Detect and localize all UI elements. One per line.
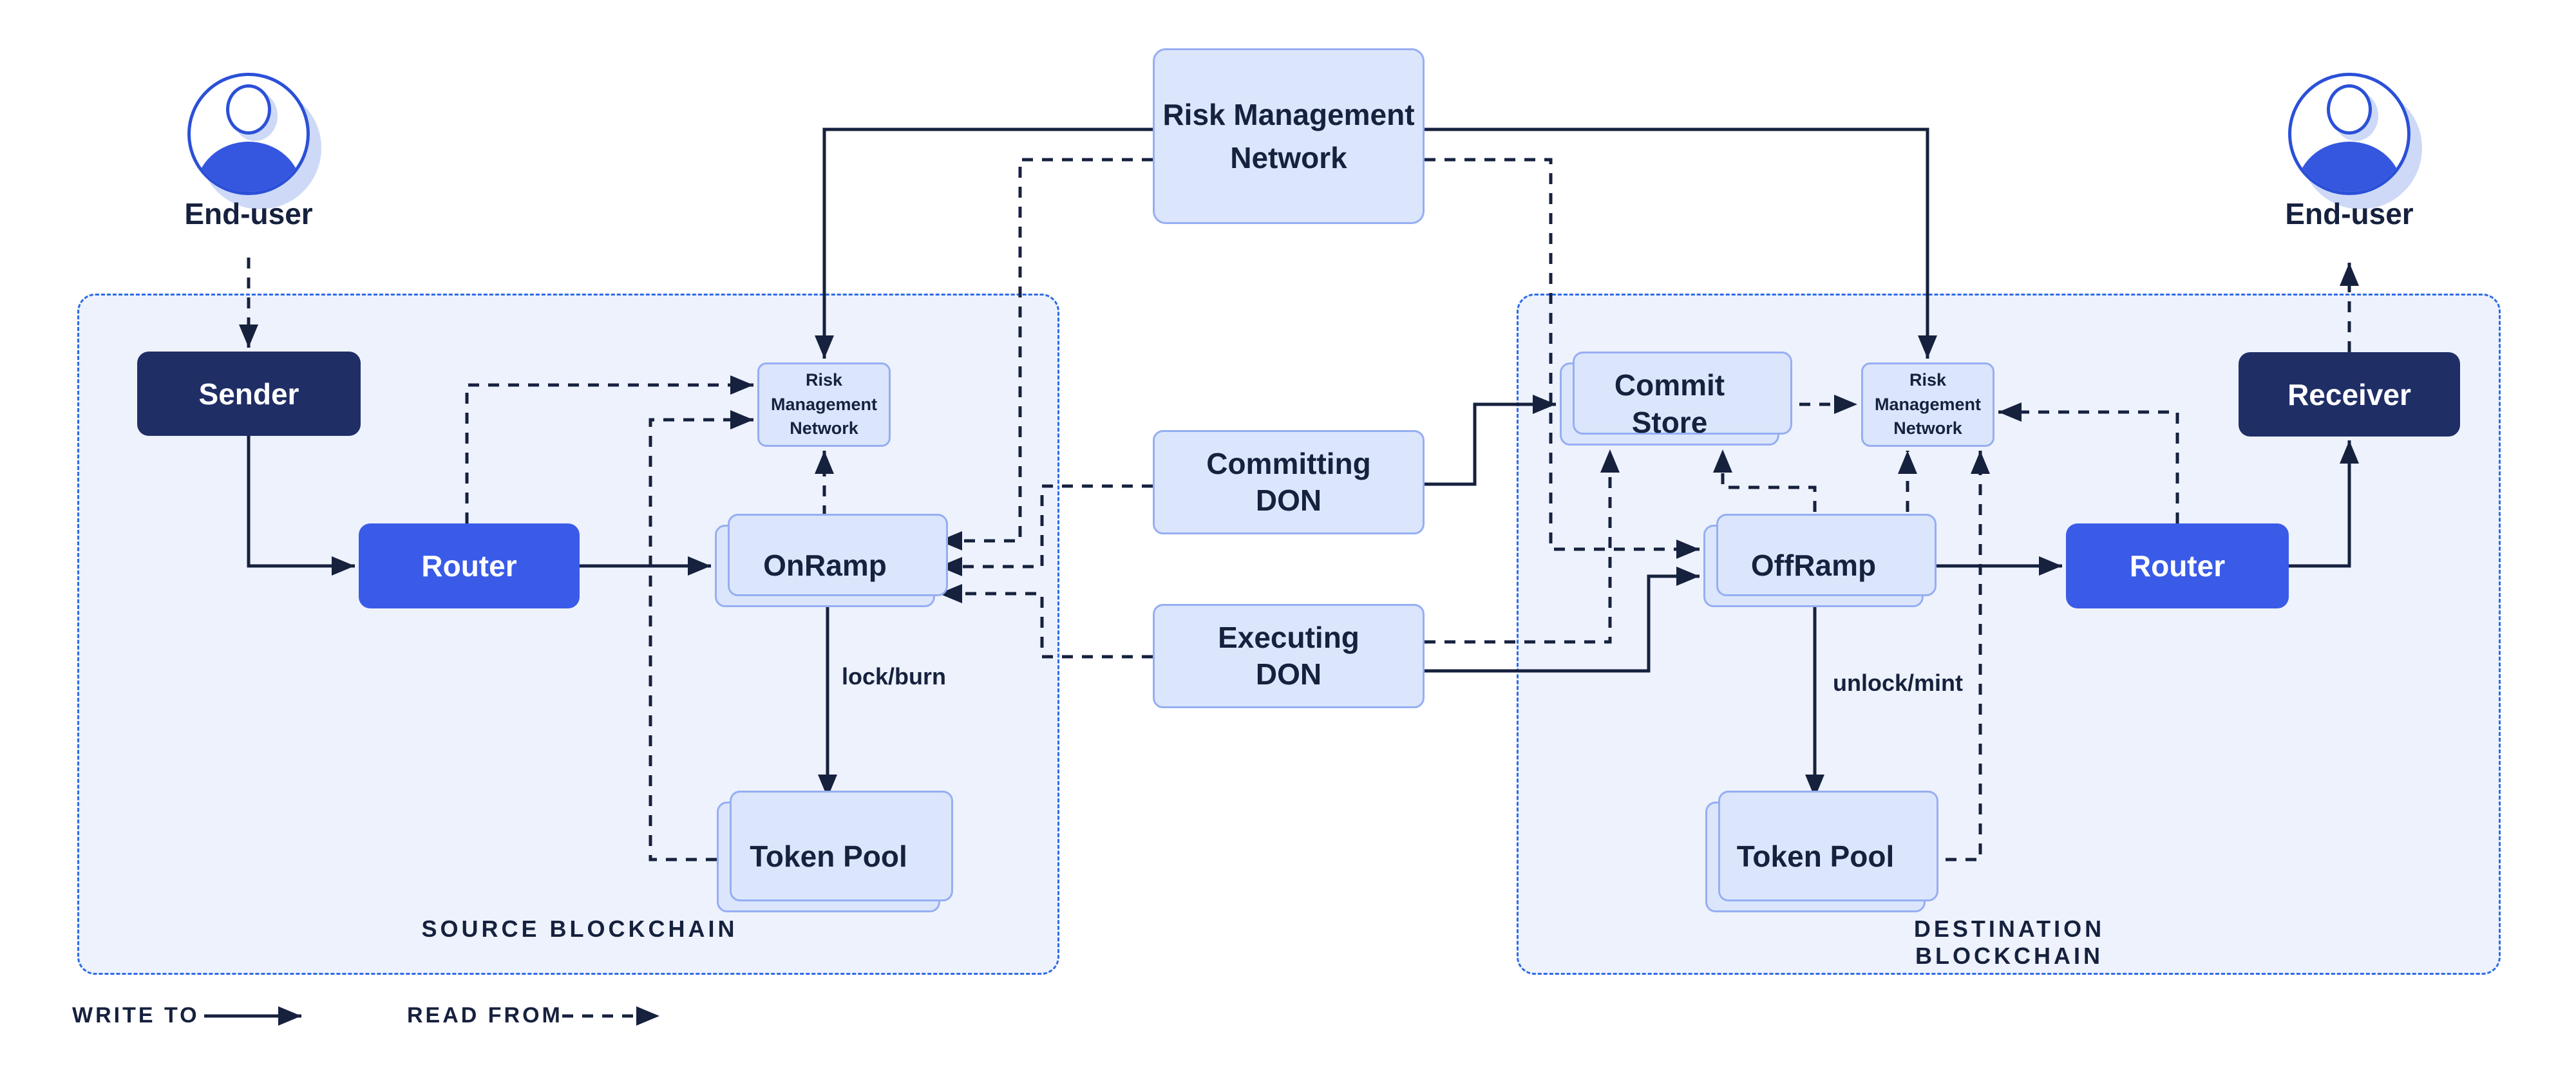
receiver-box: Receiver [2239, 352, 2460, 437]
edge-offramp-to-commitstore [1713, 449, 1817, 512]
edge-router-to-receiver [2289, 440, 2359, 568]
legend-read-from-label: READ FROM [407, 1003, 563, 1028]
avatar-torso [196, 142, 301, 192]
edge-tokenpool-to-rmnsource [649, 410, 753, 861]
sender-box: Sender [137, 352, 361, 436]
router-source-box: Router [359, 523, 580, 608]
offramp-box: OffRamp [1703, 514, 1937, 607]
token-pool-source-box: Token Pool [717, 791, 953, 912]
avatar-head [2327, 84, 2372, 135]
unlock-mint-label: unlock/mint [1833, 670, 1964, 696]
edge-sender-to-router [247, 436, 355, 576]
edge-executingdon-to-onramp [939, 584, 1153, 659]
risk-management-network-destination: Risk Management Network [1861, 362, 1994, 447]
commit-store-box: Commit Store [1560, 352, 1792, 446]
avatar-head [226, 84, 271, 135]
end-user-left-icon [187, 73, 321, 209]
legend-write-to-label: WRITE TO [72, 1003, 200, 1028]
executing-don: Executing DON [1153, 604, 1425, 708]
committing-don: Committing DON [1153, 430, 1425, 534]
edge-tokenpooldest-to-rmndest [1926, 451, 1990, 861]
avatar-ring [187, 73, 310, 195]
edge-committingdon-to-onramp [939, 484, 1153, 576]
avatar-torso [2297, 142, 2402, 192]
edge-executingdon-to-offramp [1425, 567, 1700, 673]
end-user-left-label: End-user [184, 197, 313, 230]
edge-rmnmain-to-rmnsource [815, 127, 1153, 359]
edge-rmnmain-to-offramp [1425, 158, 1700, 559]
token-pool-destination-box: Token Pool [1705, 791, 1938, 912]
edge-router-to-rmnsource [465, 375, 753, 523]
avatar-ring [2288, 73, 2410, 195]
destination-blockchain-label: DESTINATION BLOCKCHAIN [1913, 916, 2105, 969]
edge-routerdest-to-rmndest [1998, 402, 2179, 523]
risk-management-network-main: Risk Management Network [1153, 48, 1425, 224]
edge-rmnmain-to-onramp [939, 158, 1153, 550]
source-blockchain-label: SOURCE BLOCKCHAIN [421, 916, 738, 942]
router-destination-box: Router [2066, 523, 2289, 608]
edge-committingdon-to-commitstore [1425, 395, 1556, 486]
onramp-box: OnRamp [715, 514, 948, 607]
end-user-right-label: End-user [2285, 197, 2414, 230]
edge-rmnmain-to-rmndest [1425, 127, 1937, 359]
edge-executingdon-to-commitstore [1425, 449, 1620, 644]
risk-management-network-source: Risk Management Network [757, 362, 891, 447]
lock-burn-label: lock/burn [842, 663, 947, 690]
end-user-right-icon [2288, 73, 2422, 209]
